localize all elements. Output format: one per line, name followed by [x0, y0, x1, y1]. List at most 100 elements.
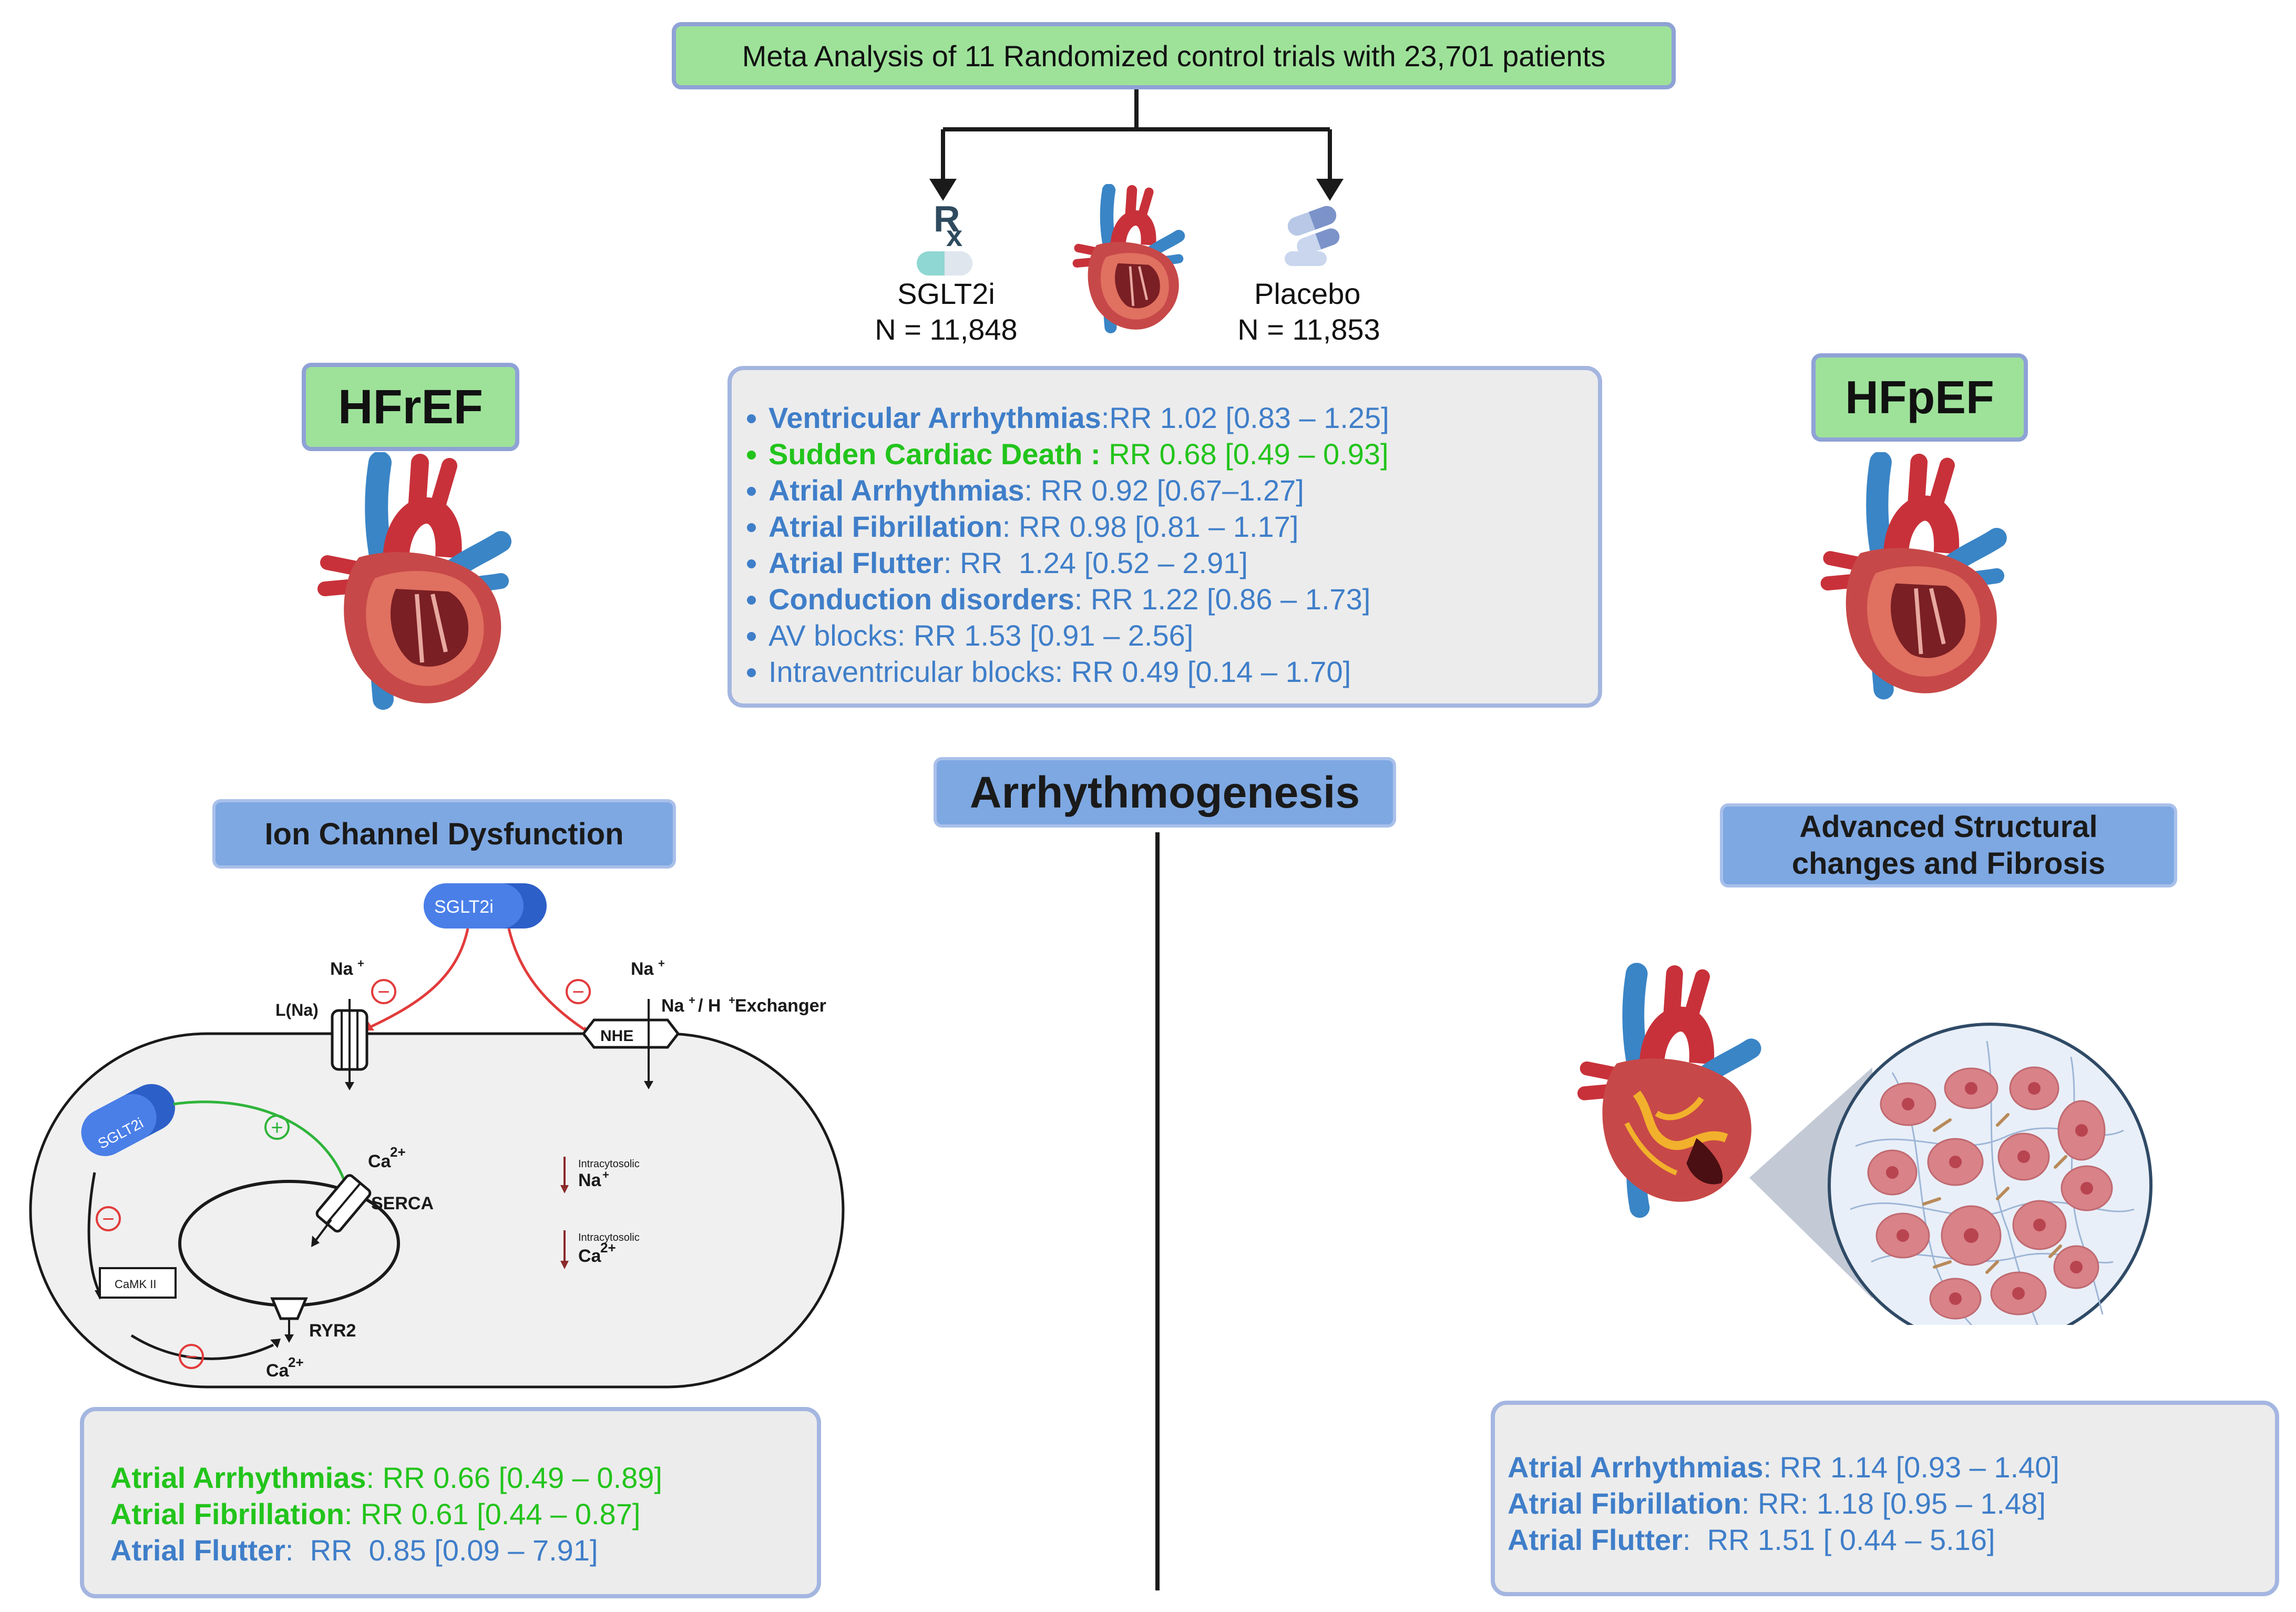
sglt2i-capsule-top-label: SGLT2i — [434, 897, 494, 917]
result-separator: : — [1101, 401, 1110, 434]
result-term: Atrial Arrhythmias — [768, 474, 1024, 507]
ca-label-serca: Ca — [368, 1151, 392, 1171]
result-row: Intraventricular blocks: RR 0.49 [0.14 –… — [768, 654, 1598, 690]
hfpef-results-list: Atrial Arrhythmias: RR 1.14 [0.93 – 1.40… — [1508, 1449, 2275, 1558]
hfref-results-box: Atrial Arrhythmias: RR 0.66 [0.49 – 0.89… — [80, 1407, 821, 1598]
intracytosolic-label-1: Intracytosolic — [578, 1158, 640, 1170]
na-sup-left: + — [357, 957, 364, 970]
na-label-left: Na — [330, 959, 354, 979]
hfref-label-box: HFrEF — [302, 363, 519, 451]
result-value: RR 1.14 [0.93 – 1.40] — [1779, 1451, 2059, 1484]
result-row: Atrial Fibrillation: RR 0.98 [0.81 – 1.1… — [768, 508, 1598, 545]
result-value: RR 1.02 [0.83 – 1.25] — [1109, 401, 1389, 434]
result-separator — [1101, 437, 1109, 471]
camk-ii-label: CaMK II — [115, 1278, 156, 1291]
intracytosolic-ca: Ca — [578, 1246, 602, 1266]
result-value: RR 1.53 [0.91 – 2.56] — [913, 619, 1194, 652]
ryr2-label: RYR2 — [309, 1321, 356, 1341]
result-separator: : — [1763, 1451, 1780, 1484]
hfpef-label: HFpEF — [1845, 371, 1994, 423]
result-term: Conduction disorders — [768, 583, 1074, 616]
result-value: RR 0.61 [0.44 – 0.87] — [361, 1497, 641, 1531]
result-term: Atrial Flutter — [1508, 1523, 1683, 1556]
sglt2i-capsule-top — [424, 883, 547, 929]
cardiomyocyte-cell — [29, 1032, 845, 1389]
hfpef-label-box: HFpEF — [1811, 353, 2028, 442]
exchanger-label: Exchanger — [735, 996, 826, 1016]
result-term: AV blocks — [768, 619, 897, 652]
result-row: Atrial Arrhythmias: RR 0.66 [0.49 – 0.89… — [110, 1460, 817, 1496]
result-value: RR 0.68 [0.49 – 0.93] — [1109, 437, 1389, 471]
result-row: Conduction disorders: RR 1.22 [0.86 – 1.… — [768, 581, 1598, 617]
placebo-arm-label: Placebo — [1254, 277, 1361, 310]
svg-text:x: x — [946, 219, 962, 252]
exchanger-h-sup: + — [729, 994, 735, 1007]
minus-sign-ryr2: − — [185, 1345, 197, 1369]
svg-text:R: R — [934, 199, 960, 239]
result-value: RR 0.92 [0.67–1.27] — [1040, 474, 1304, 507]
result-value: RR 0.66 [0.49 – 0.89] — [382, 1461, 662, 1494]
arrhythmogenesis-label: Arrhythmogenesis — [969, 767, 1360, 817]
result-separator: : — [1682, 1523, 1707, 1556]
result-separator: : — [366, 1461, 383, 1494]
meta-analysis-title-box: Meta Analysis of 11 Randomized control t… — [672, 22, 1676, 89]
arrow-to-placebo — [1316, 179, 1344, 201]
result-term: Atrial Flutter — [768, 546, 944, 579]
structural-changes-line-1: Advanced Structural — [1799, 810, 2098, 844]
result-row: Atrial Arrhythmias: RR 1.14 [0.93 – 1.40… — [1508, 1449, 2275, 1485]
rx-capsule-icon: R x — [917, 199, 972, 276]
result-term: Sudden Cardiac Death : — [768, 437, 1101, 471]
result-separator: : — [897, 619, 914, 652]
result-row: Atrial Flutter: RR 1.51 [ 0.44 – 5.16] — [1508, 1522, 2275, 1558]
result-value: RR 0.85 [0.09 – 7.91] — [310, 1534, 598, 1567]
intracytosolic-na-sup: + — [602, 1168, 609, 1181]
minus-sign-lna: − — [377, 981, 390, 1004]
ca-sup-bottom: 2+ — [288, 1354, 304, 1370]
structural-changes-line-2: changes and Fibrosis — [1791, 846, 2106, 881]
ca-sup-serca: 2+ — [390, 1144, 406, 1160]
hfpef-results-box: Atrial Arrhythmias: RR 1.14 [0.93 – 1.40… — [1491, 1401, 2279, 1596]
result-row: Atrial Flutter: RR 0.85 [0.09 – 7.91] — [110, 1532, 817, 1568]
result-row: Atrial Fibrillation: RR 0.61 [0.44 – 0.8… — [110, 1496, 817, 1532]
sglt2i-capsule-left — [81, 1084, 175, 1156]
overall-results-box: Ventricular Arrhythmias:RR 1.02 [0.83 – … — [727, 366, 1602, 708]
result-separator: : — [344, 1497, 361, 1531]
result-term: Atrial Fibrillation — [1508, 1487, 1741, 1520]
serca-label: SERCA — [371, 1193, 434, 1213]
result-term: Ventricular Arrhythmias — [768, 401, 1101, 434]
result-separator: : — [1002, 510, 1019, 543]
ca-label-bottom: Ca — [266, 1361, 290, 1381]
l-na-label: L(Na) — [275, 1001, 319, 1019]
result-row: Sudden Cardiac Death : RR 0.68 [0.49 – 0… — [768, 436, 1598, 472]
ryr2-channel — [270, 1297, 308, 1343]
result-row: Atrial Fibrillation: RR: 1.18 [0.95 – 1.… — [1508, 1485, 2275, 1522]
arrhythmogenesis-box: Arrhythmogenesis — [934, 757, 1396, 828]
result-separator: : — [1741, 1487, 1758, 1520]
meta-analysis-title: Meta Analysis of 11 Randomized control t… — [742, 39, 1606, 73]
minus-sign-nhe: − — [572, 981, 584, 1004]
result-term: Atrial Arrhythmias — [1508, 1451, 1764, 1484]
result-term: Atrial Arrhythmias — [110, 1461, 366, 1494]
result-separator: : — [1024, 474, 1041, 507]
intracytosolic-label-2: Intracytosolic — [578, 1232, 640, 1243]
result-term: Atrial Flutter — [110, 1534, 285, 1567]
result-value: RR 0.98 [0.81 – 1.17] — [1019, 510, 1299, 543]
result-value: RR: 1.18 [0.95 – 1.48] — [1758, 1487, 2046, 1520]
result-separator: : — [285, 1534, 310, 1567]
heart-hfpef-icon — [1819, 452, 2013, 705]
inhibition-arrows — [362, 928, 595, 1037]
exchanger-h: / H — [698, 996, 721, 1016]
heart-center-icon — [1072, 184, 1188, 336]
exchanger-na-sup: + — [689, 994, 695, 1007]
l-na-channel — [331, 999, 368, 1090]
result-term: Intraventricular blocks — [768, 655, 1055, 688]
minus-sign-camk: − — [102, 1208, 114, 1231]
result-separator: : — [1054, 655, 1071, 688]
nhe-exchanger — [581, 999, 680, 1089]
pills-icon — [1285, 206, 1340, 266]
intracytosolic-na: Na — [578, 1170, 602, 1190]
sglt2i-arm-count: N = 11,848 — [875, 313, 1018, 346]
result-row: Ventricular Arrhythmias:RR 1.02 [0.83 – … — [768, 400, 1598, 436]
heart-hfref-icon — [314, 452, 519, 715]
